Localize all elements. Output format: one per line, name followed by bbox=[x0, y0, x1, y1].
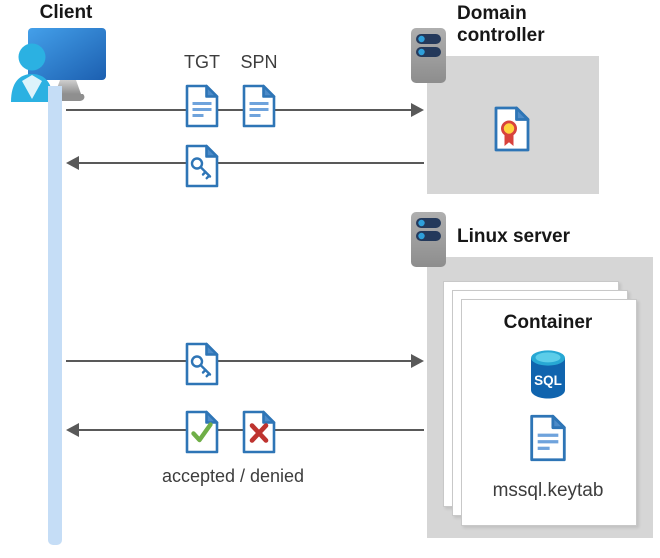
accepted-document-icon bbox=[185, 410, 219, 454]
service-ticket-key-document-icon bbox=[185, 342, 219, 386]
linux-server-icon bbox=[411, 212, 446, 267]
certificate-icon bbox=[494, 106, 530, 152]
tgt-document-icon bbox=[185, 84, 219, 128]
arrow-domain-controller-to-client bbox=[66, 156, 424, 170]
sql-badge-text: SQL bbox=[534, 373, 562, 388]
accepted-denied-label: accepted / denied bbox=[161, 466, 305, 486]
domain-controller-label: Domain controller bbox=[457, 3, 545, 46]
arrowhead-left-icon bbox=[66, 423, 79, 437]
arrow-line bbox=[66, 109, 413, 111]
tgt-label: TGT bbox=[184, 52, 220, 72]
spn-label: SPN bbox=[240, 52, 278, 72]
arrow-client-to-linux-server bbox=[66, 354, 424, 368]
container-label: Container bbox=[503, 312, 593, 333]
arrow-client-to-domain-controller bbox=[66, 103, 424, 117]
arrowhead-right-icon bbox=[411, 354, 424, 368]
client-lifeline bbox=[48, 86, 62, 545]
spn-document-icon bbox=[242, 84, 276, 128]
service-ticket-key-document-icon bbox=[185, 144, 219, 188]
arrowhead-left-icon bbox=[66, 156, 79, 170]
arrow-line bbox=[77, 162, 424, 164]
arrow-line bbox=[66, 360, 413, 362]
arrowhead-right-icon bbox=[411, 103, 424, 117]
keytab-document-icon bbox=[530, 414, 566, 462]
container-card-front bbox=[461, 299, 637, 526]
keytab-label: mssql.keytab bbox=[492, 480, 604, 501]
client-computer-user-icon bbox=[11, 28, 106, 102]
denied-document-icon bbox=[242, 410, 276, 454]
sql-database-icon: SQL bbox=[531, 350, 565, 399]
linux-server-label: Linux server bbox=[457, 226, 570, 247]
client-label: Client bbox=[39, 2, 93, 23]
domain-controller-server-icon bbox=[411, 28, 446, 83]
